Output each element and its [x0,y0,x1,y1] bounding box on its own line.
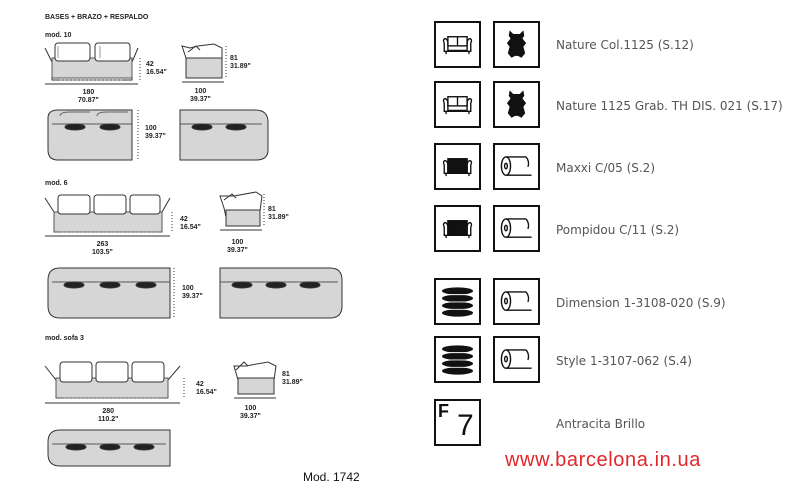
classic-sofa-icon [434,21,481,68]
material-name: Style 1-3107-062 (S.4) [556,354,692,368]
technical-drawings [44,42,343,467]
finish-name: Antracita Brillo [556,417,646,431]
material-name: Pompidou C/11 (S.2) [556,223,680,237]
sofa3-plan-view [47,429,171,467]
material-name: Nature Col.1125 (S.12) [556,38,694,52]
model-label: mod. 6 [45,180,68,187]
leather-hide-icon [493,21,540,68]
finish-code-letter: F [438,401,449,421]
stacked-cushions-icon [434,278,481,325]
model-number: Mod. 1742 [303,470,360,484]
material-name: Maxxi C/05 (S.2) [556,161,655,175]
model-label: mod. 10 [45,32,72,39]
classic-sofa-icon [434,81,481,128]
mod6-plan-view [47,267,343,319]
sofa3-front-view [44,361,185,404]
mod10-front-view [44,42,141,85]
fabric-roll-icon [493,278,540,325]
fabric-sofa-icon [434,143,481,190]
material-name: Nature 1125 Grab. TH DIS. 021 (S.17) [556,99,783,113]
mod10-side-view [181,43,227,83]
sofa3-side-view [233,361,277,399]
material-name: Dimension 1-3108-020 (S.9) [556,296,726,310]
finish-code-box: F 7 [434,399,481,446]
mod10-plan-view [47,109,269,161]
section-header: BASES + BRAZO + RESPALDO [45,14,149,21]
fabric-roll-icon [493,205,540,252]
leather-hide-icon [493,81,540,128]
fabric-sofa-icon [434,205,481,252]
mod6-front-view [44,194,173,237]
website-link[interactable]: www.barcelona.in.ua [505,449,701,471]
fabric-roll-icon [493,336,540,383]
stacked-cushions-icon [434,336,481,383]
finish-code-number: 7 [457,409,474,442]
mod6-side-view [219,191,265,231]
fabric-roll-icon [493,143,540,190]
model-label: mod. sofa 3 [45,335,84,342]
